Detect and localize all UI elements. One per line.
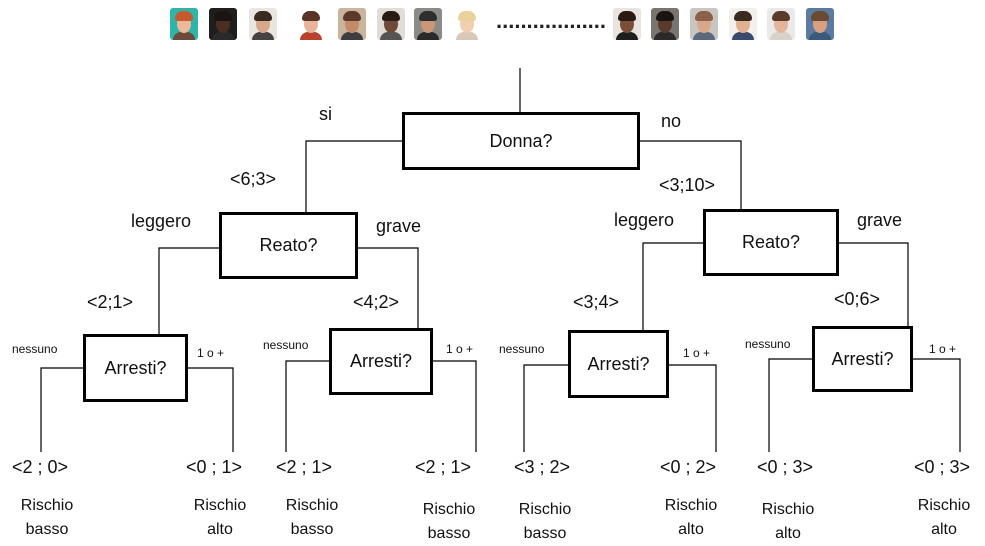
- edge-lr-a: [285, 360, 329, 452]
- branch-label-nessuno-ll: nessuno: [12, 342, 58, 356]
- edge-ll-b: [188, 367, 234, 452]
- node-donna: Donna?: [402, 112, 640, 170]
- face-8: [453, 8, 481, 40]
- face-7: [414, 8, 442, 40]
- edge-right-rl: [642, 242, 703, 330]
- edge-lr-b: [433, 360, 477, 452]
- branch-label-1o-ll: 1 o +: [197, 346, 225, 360]
- node-reato-right: Reato?: [703, 209, 839, 276]
- branch-label-1o-rl: 1 o +: [683, 346, 711, 360]
- edge-root-left: [305, 140, 402, 212]
- leaf-rl-b: <0 ; 2>: [660, 457, 717, 477]
- edge-rr-b: [913, 358, 961, 452]
- branch-label-1o-rr: 1 o +: [929, 342, 957, 356]
- branch-label-nessuno-lr: nessuno: [263, 338, 309, 352]
- face-12: [729, 8, 757, 40]
- leaf-rr-a: <0 ; 3>: [757, 457, 814, 477]
- leaf-rr-b: <0 ; 3>: [914, 457, 971, 477]
- edge-rr-a: [768, 358, 812, 452]
- node-reato-left: Reato?: [219, 212, 358, 279]
- edge-rl-a: [523, 364, 568, 452]
- edge-right-rr: [839, 242, 909, 326]
- face-2: [209, 8, 237, 40]
- face-14: [806, 8, 834, 40]
- count-rl: <3;4>: [573, 292, 620, 312]
- face-3: [249, 8, 277, 40]
- node-arresti-rr: Arresti?: [812, 326, 913, 392]
- branch-label-no: no: [661, 111, 682, 131]
- branch-label-nessuno-rr: nessuno: [745, 337, 791, 351]
- face-1: [170, 8, 198, 40]
- node-arresti-lr: Arresti?: [329, 328, 433, 395]
- face-10: [651, 8, 679, 40]
- edge-rl-b: [669, 364, 717, 452]
- node-arresti-rl: Arresti?: [568, 330, 669, 398]
- count-left: <6;3>: [230, 169, 277, 189]
- branch-label-leggero-right: leggero: [614, 210, 675, 230]
- branch-label-nessuno-rl: nessuno: [499, 342, 545, 356]
- count-ll: <2;1>: [87, 292, 134, 312]
- branch-label-si: si: [319, 104, 332, 124]
- leaf-lr-b: <2 ; 1>: [415, 457, 472, 477]
- branch-label-grave-right: grave: [857, 210, 903, 230]
- branch-label-grave-left: grave: [376, 216, 422, 236]
- edge-ll-a: [40, 367, 83, 452]
- count-rr: <0;6>: [834, 289, 881, 309]
- face-9: [613, 8, 641, 40]
- leaf-rl-a: <3 ; 2>: [514, 457, 571, 477]
- node-arresti-ll: Arresti?: [83, 334, 188, 402]
- leaf-ll-a: <2 ; 0>: [12, 457, 69, 477]
- branch-label-1o-lr: 1 o +: [446, 342, 474, 356]
- leaf-ll-b: <0 ; 1>: [186, 457, 243, 477]
- count-lr: <4;2>: [353, 292, 400, 312]
- face-13: [767, 8, 795, 40]
- edge-root-right: [640, 140, 742, 209]
- face-6: [377, 8, 405, 40]
- face-5: [338, 8, 366, 40]
- edge-left-ll: [158, 247, 219, 334]
- branch-label-leggero-left: leggero: [131, 211, 192, 231]
- count-right: <3;10>: [659, 175, 716, 195]
- edge-left-lr: [358, 247, 419, 328]
- faces-ellipsis: ..................: [496, 8, 607, 33]
- leaf-lr-a: <2 ; 1>: [276, 457, 333, 477]
- face-11: [690, 8, 718, 40]
- face-4: [297, 8, 325, 40]
